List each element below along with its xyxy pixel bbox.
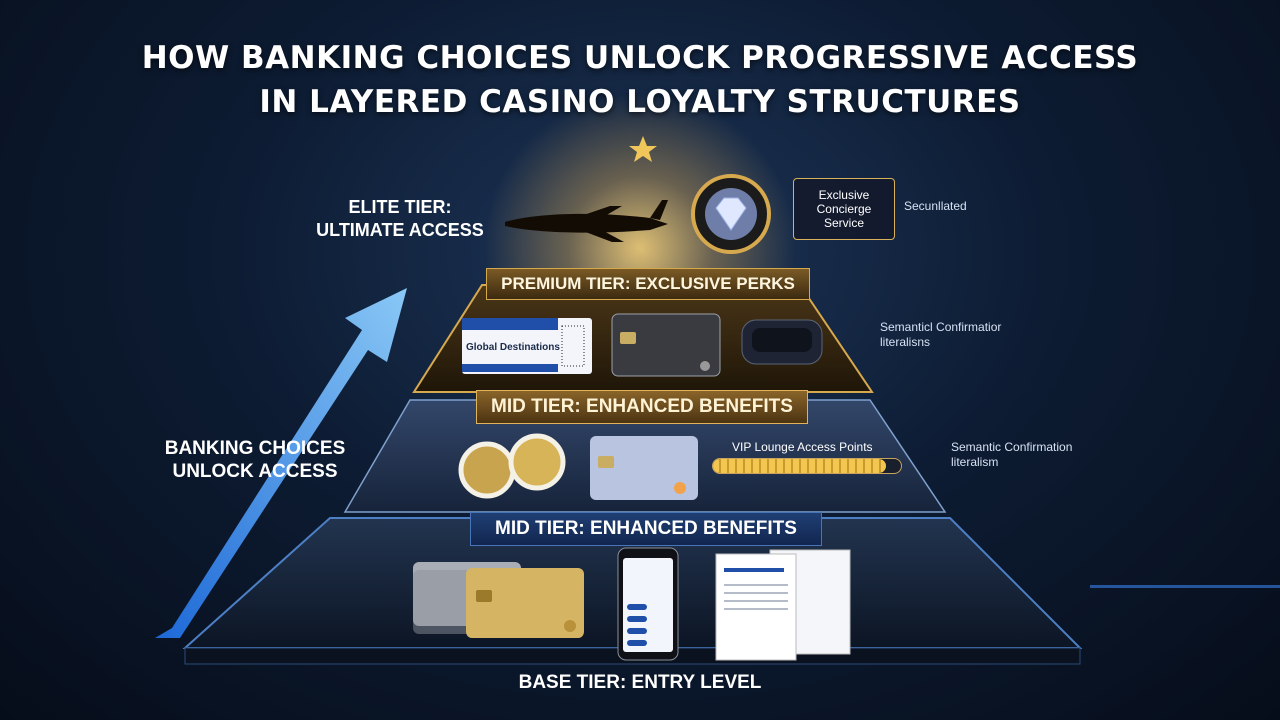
black-credit-card — [611, 313, 721, 377]
growth-arrow — [155, 288, 407, 638]
floor-glow — [1090, 585, 1280, 588]
bank-statements — [715, 549, 851, 661]
banking-choices-label: BANKING CHOICES UNLOCK ACCESS — [160, 437, 350, 483]
star-icon — [629, 136, 657, 162]
note-top: Secunllated — [904, 199, 967, 213]
holographic-credit-card — [590, 436, 698, 500]
vr-headset-icon — [741, 319, 823, 365]
mid-tier-upper-label: MID TIER: ENHANCED BENEFITS — [476, 390, 808, 424]
banking-choices-line-2: UNLOCK ACCESS — [172, 461, 338, 482]
banking-choices-line-1: BANKING CHOICES — [164, 438, 346, 459]
concierge-service-box: Exclusive Concierge Service — [793, 178, 895, 240]
concierge-line-1: Exclusive — [818, 188, 870, 202]
vip-lounge-label: VIP Lounge Access Points — [732, 440, 873, 454]
note-right-1-line-1: Semanticl Confirmatior — [880, 320, 1002, 334]
note-right-2-line-1: Semantic Confirmation — [951, 440, 1073, 454]
elite-tier-line-2: ULTIMATE ACCESS — [316, 220, 484, 240]
boarding-pass-ticket — [462, 318, 592, 374]
title-line-1: HOW BANKING CHOICES UNLOCK PROGRESSIVE A… — [141, 40, 1139, 76]
premium-tier-label: PREMIUM TIER: EXCLUSIVE PERKS — [486, 268, 810, 300]
vip-progress-fill — [713, 459, 886, 473]
base-tier-label: BASE TIER: ENTRY LEVEL — [518, 672, 762, 693]
title-line-2: IN LAYERED CASINO LOYALTY STRUCTURES — [259, 84, 1021, 120]
note-right-2: Semantic Confirmation literalism — [951, 440, 1072, 470]
page-title: HOW BANKING CHOICES UNLOCK PROGRESSIVE A… — [0, 36, 1280, 124]
concierge-line-3: Service — [823, 216, 864, 230]
gold-chips-stack — [458, 433, 566, 499]
ticket-text: Global Destinations — [466, 342, 560, 353]
note-right-1: Semanticl Confirmatior literalisns — [880, 320, 1001, 350]
vip-progress-bar — [712, 458, 902, 474]
mid-tier-lower-label: MID TIER: ENHANCED BENEFITS — [470, 512, 822, 546]
note-right-2-line-2: literalism — [951, 455, 999, 469]
concierge-line-2: Concierge — [816, 202, 872, 216]
diamond-chip-icon — [691, 174, 771, 254]
smartphone-banking-app — [617, 547, 679, 661]
private-jet-icon — [505, 200, 668, 242]
note-right-1-line-2: literalisns — [880, 335, 931, 349]
gold-credit-card — [466, 568, 584, 638]
elite-tier-line-1: ELITE TIER: — [348, 197, 452, 217]
elite-tier-label: ELITE TIER: ULTIMATE ACCESS — [300, 196, 500, 242]
